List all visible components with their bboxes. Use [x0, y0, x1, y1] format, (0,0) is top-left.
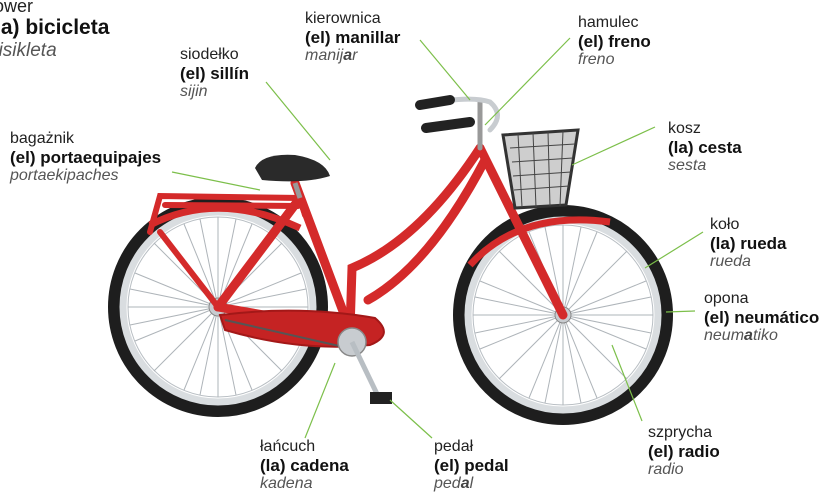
tire-spanish: (el) neumático [704, 308, 819, 327]
handlebar-spanish: (el) manillar [305, 28, 400, 47]
label-brake: hamulec (el) freno freno [578, 14, 651, 69]
handlebar-phonetic: manijar [305, 47, 400, 65]
handlebar-polish: kierownica [305, 10, 400, 28]
wheel-polish: koło [710, 216, 787, 234]
title-spanish: (la) bicicleta [0, 16, 109, 40]
brake-spanish: (el) freno [578, 32, 651, 51]
label-rack: bagażnik (el) portaequipajes portaekipac… [10, 130, 161, 185]
seat-phonetic: sijin [180, 83, 249, 101]
rack-phonetic: portaekipaches [10, 167, 161, 185]
rack-polish: bagażnik [10, 130, 161, 148]
title-phonetic: bisikleta [0, 40, 109, 61]
label-pedal: pedał (el) pedal pedal [434, 438, 509, 493]
brake-phonetic: freno [578, 51, 651, 69]
label-chain: łańcuch (la) cadena kadena [260, 438, 349, 493]
chain-spanish: (la) cadena [260, 456, 349, 475]
label-seat: siodełko (el) sillín sijin [180, 46, 249, 101]
chain-polish: łańcuch [260, 438, 349, 456]
label-wheel: koło (la) rueda rueda [710, 216, 787, 271]
basket-phonetic: sesta [668, 157, 742, 175]
pedal-polish: pedał [434, 438, 509, 456]
label-tire: opona (el) neumático neumatiko [704, 290, 819, 345]
pedal-spanish: (el) pedal [434, 456, 509, 475]
wheel-phonetic: rueda [710, 253, 787, 271]
seat-spanish: (el) sillín [180, 64, 249, 83]
title-polish: rower [0, 0, 109, 16]
tire-phonetic: neumatiko [704, 327, 819, 345]
brake-polish: hamulec [578, 14, 651, 32]
pedal-phonetic: pedal [434, 475, 509, 493]
seat [255, 155, 330, 182]
tire-polish: opona [704, 290, 819, 308]
spoke-spanish: (el) radio [648, 442, 720, 461]
pedal [370, 392, 392, 404]
label-spoke: szprycha (el) radio radio [648, 424, 720, 479]
wheel-spanish: (la) rueda [710, 234, 787, 253]
spoke-polish: szprycha [648, 424, 720, 442]
title-label: rower (la) bicicleta bisikleta [0, 0, 109, 61]
basket-polish: kosz [668, 120, 742, 138]
basket-spanish: (la) cesta [668, 138, 742, 157]
label-basket: kosz (la) cesta sesta [668, 120, 742, 175]
seat-polish: siodełko [180, 46, 249, 64]
basket [503, 130, 578, 208]
chain-phonetic: kadena [260, 475, 349, 493]
spoke-phonetic: radio [648, 461, 720, 479]
rack-spanish: (el) portaequipajes [10, 148, 161, 167]
label-handlebar: kierownica (el) manillar manijar [305, 10, 400, 65]
